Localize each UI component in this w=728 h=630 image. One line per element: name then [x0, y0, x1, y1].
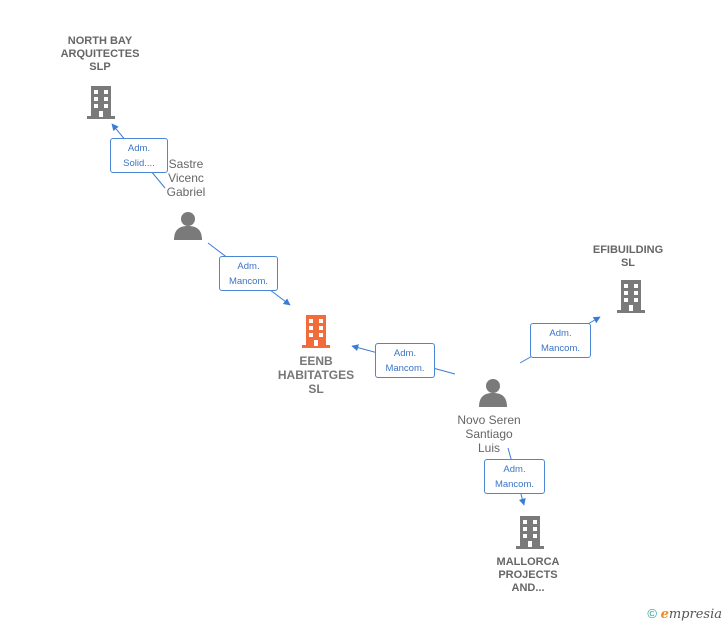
eenb-label[interactable]: EENB HABITATGES SL: [277, 354, 355, 396]
edge-label-novo-efibuilding[interactable]: Adm. Mancom.: [530, 323, 591, 358]
copyright-symbol: ©: [647, 606, 657, 621]
building-icon[interactable]: [85, 84, 117, 120]
edge-label-sastre-eenb[interactable]: Adm. Mancom.: [219, 256, 278, 291]
mallorca-label[interactable]: MALLORCA PROJECTS AND...: [496, 556, 560, 594]
edge-label-novo-eenb[interactable]: Adm. Mancom.: [375, 343, 435, 378]
person-icon[interactable]: [478, 377, 508, 407]
brand-initial: e: [660, 607, 669, 622]
north-bay-label[interactable]: NORTH BAY ARQUITECTES SLP: [60, 35, 140, 73]
footer-brand[interactable]: © empresia: [647, 606, 722, 622]
novo-label[interactable]: Novo Seren Santiago Luis: [457, 413, 521, 455]
sastre-label[interactable]: Sastre Vicenc Gabriel: [166, 157, 206, 199]
brand-name: mpresia: [668, 607, 722, 622]
focus-building-icon[interactable]: [300, 313, 332, 349]
edge-label-novo-mallorca[interactable]: Adm. Mancom.: [484, 459, 545, 494]
building-icon[interactable]: [514, 514, 546, 550]
efibuilding-label[interactable]: EFIBUILDING SL: [592, 244, 664, 269]
person-icon[interactable]: [173, 210, 203, 240]
brand-logo: empresia: [661, 607, 722, 622]
edge-label-sastre-north-bay[interactable]: Adm. Solid....: [110, 138, 168, 173]
building-icon[interactable]: [615, 278, 647, 314]
